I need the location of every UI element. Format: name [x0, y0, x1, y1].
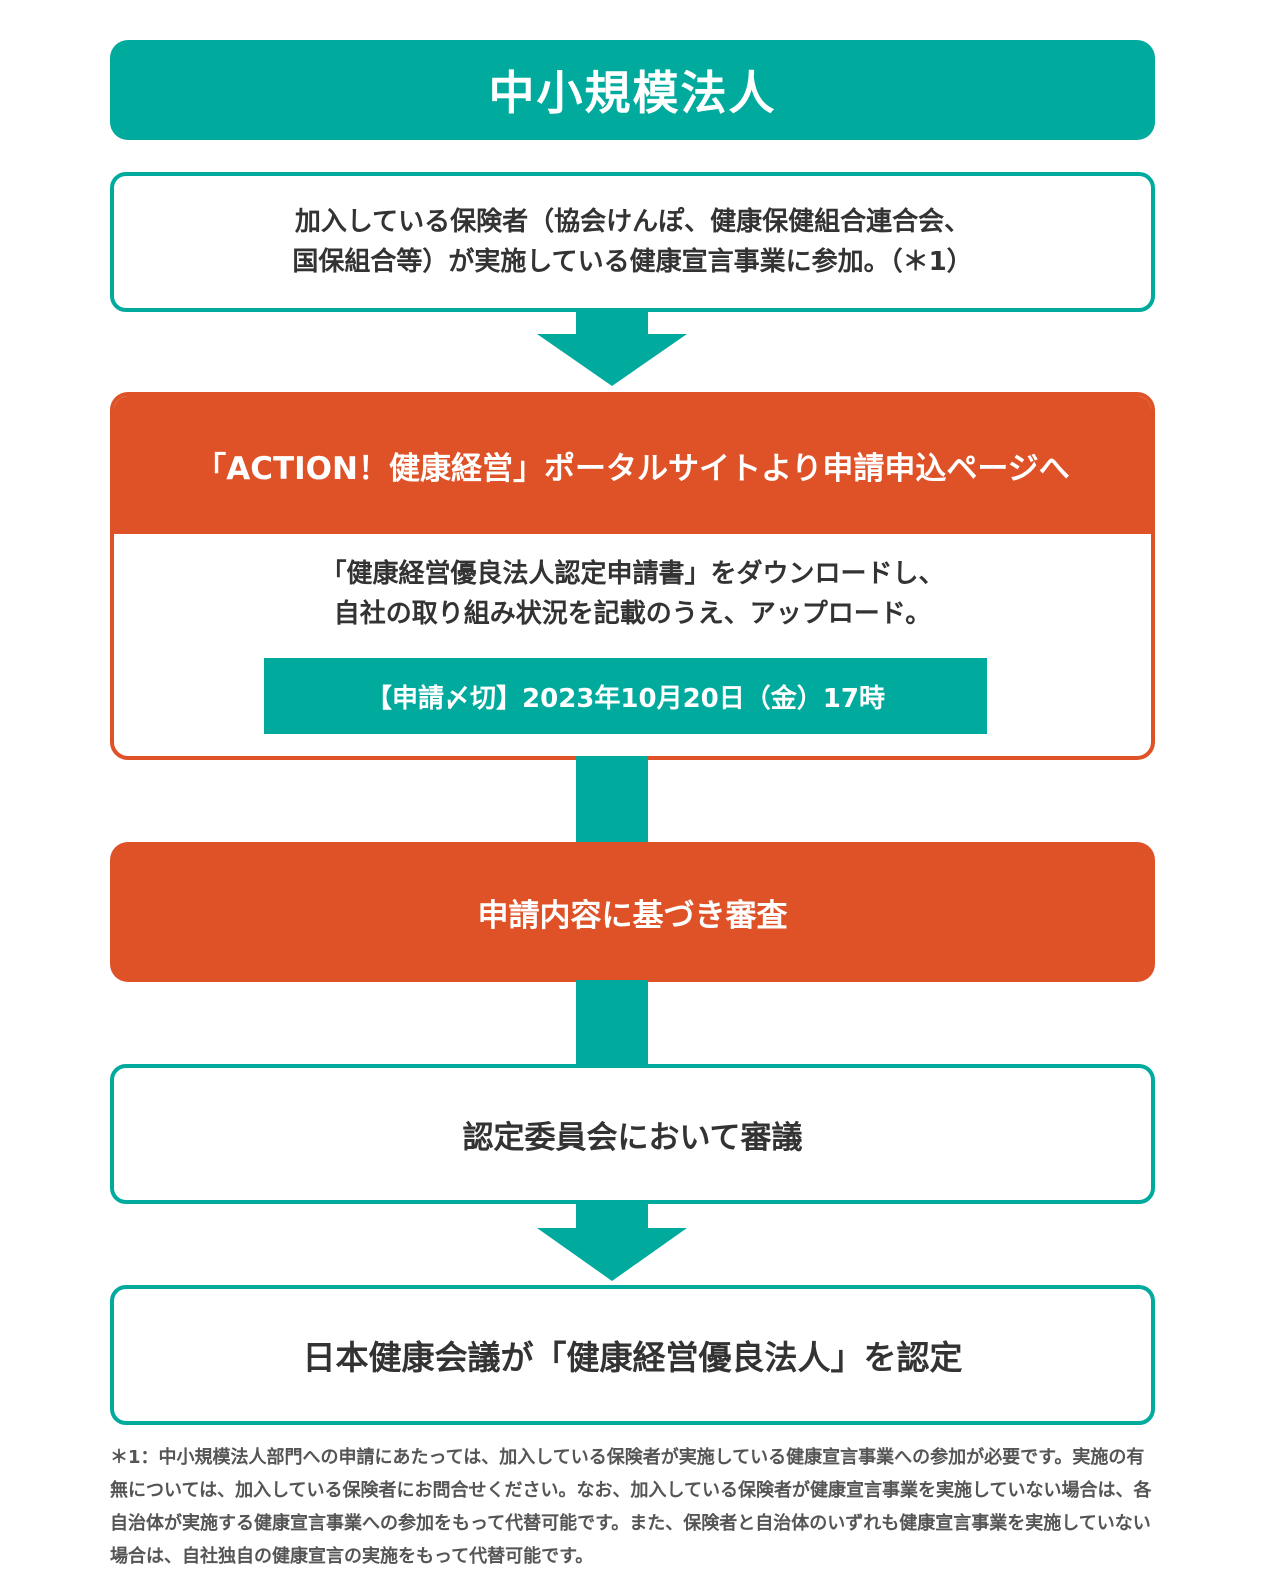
deadline-banner: 【申請〆切】2023年10月20日（金）17時 [264, 658, 987, 734]
step-review: 申請内容に基づき審査 [110, 842, 1155, 982]
flow-arrow-4-head [537, 1228, 687, 1281]
footnote: ＊1：中小規模法人部門への申請にあたっては、加入している保険者が実施している健康… [110, 1447, 1152, 1567]
category-title: 中小規模法人 [488, 66, 777, 120]
step-committee-deliberation: 認定委員会において審議 [110, 1064, 1155, 1204]
step2-line2: 自社の取り組み状況を記載のうえ、アップロード。 [333, 599, 932, 629]
step-certification: 日本健康会議が「健康経営優良法人」を認定 [110, 1285, 1155, 1425]
flow-arrow-1-head [537, 334, 687, 386]
category-header: 中小規模法人 [110, 40, 1155, 140]
flow-arrow-1-stem [576, 308, 648, 336]
flow-arrow-4-stem [576, 1200, 648, 1230]
step1-line2: 国保組合等）が実施している健康宣言事業に参加。（＊1） [292, 247, 973, 277]
step-application-portal: 「ACTION！健康経営」ポータルサイトより申請申込ページへ 「健康経営優良法人… [110, 392, 1155, 760]
step2-line1: 「健康経営優良法人認定申請書」をダウンロードし、 [320, 559, 945, 589]
step5-label: 日本健康会議が「健康経営優良法人」を認定 [302, 1338, 963, 1377]
flow-connector-2 [576, 756, 648, 846]
portal-heading: 「ACTION！健康経営」ポータルサイトより申請申込ページへ [114, 396, 1151, 534]
step4-label: 認定委員会において審議 [462, 1119, 803, 1156]
step3-label: 申請内容に基づき審査 [477, 897, 788, 934]
flow-connector-3 [576, 980, 648, 1068]
step-join-health-declaration: 加入している保険者（協会けんぽ、健康保健組合連合会、 国保組合等）が実施している… [110, 172, 1155, 312]
step1-line1: 加入している保険者（協会けんぽ、健康保健組合連合会、 [294, 207, 971, 237]
